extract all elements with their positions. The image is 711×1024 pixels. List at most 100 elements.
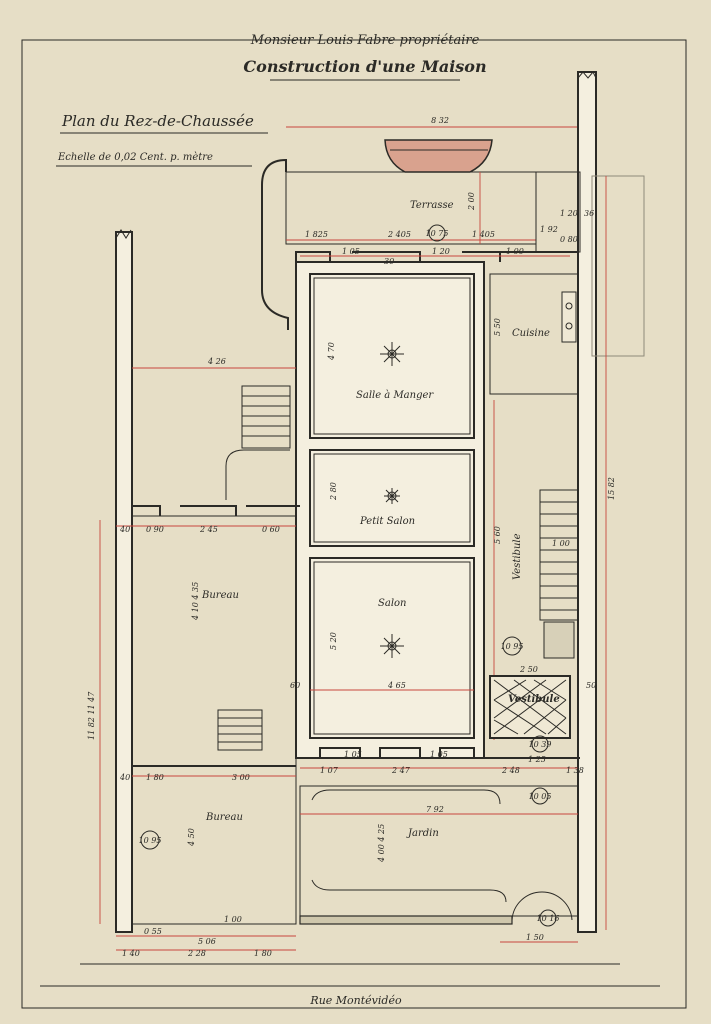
bay-dim-3: 1 20 (432, 247, 450, 256)
bureau-small-stair-treads (218, 717, 262, 743)
bay-dim-2: 30 (384, 257, 394, 266)
level-marker-b (502, 636, 522, 656)
terrace-curve (261, 158, 289, 330)
facade-f7: 1 25 (528, 755, 546, 764)
cuisine-label: Cuisine (512, 328, 550, 339)
left-party-wall (115, 231, 133, 933)
salle-a-manger-inner (313, 277, 471, 435)
gate-dim-label: 1 50 (526, 933, 544, 942)
side-stair-landing (225, 449, 290, 500)
kitchen-depth-label: 5 50 (493, 318, 502, 336)
stove-burner-2 (565, 322, 573, 330)
bureau-small-stair (217, 709, 263, 751)
main-stair (539, 489, 579, 621)
overall-depth-label: 15 82 (607, 477, 616, 500)
level-marker-d (140, 830, 160, 850)
jardin-path (311, 789, 507, 903)
street-name: Rue Montévidéo (309, 994, 402, 1007)
stove-burner-1 (565, 302, 573, 310)
vestibule-width: 2 50 (519, 665, 538, 674)
house-south-wall (296, 747, 580, 759)
bureau-lower-label: Bureau (205, 812, 243, 823)
owner-title: Monsieur Louis Fabre propriétaire (250, 33, 480, 48)
bottom-dim-2: 1 00 (224, 915, 242, 924)
jardin-width-label: 7 92 (426, 805, 444, 814)
drawing-frame (21, 39, 687, 1009)
facade-f2: 2 47 (391, 766, 411, 775)
bur-low-40: 40 (119, 773, 130, 782)
bureau-lower-depth: 4 50 (187, 828, 196, 847)
kitchen-stove (561, 291, 577, 343)
front-fence (299, 915, 513, 925)
vestibule-label: Vestibule (508, 694, 560, 705)
kitchen-dim-d: 0 80 (560, 235, 578, 244)
vestibule-side: 50 (586, 681, 596, 690)
bay-dim-1: 1 05 (342, 247, 360, 256)
bottom-dim-6: 1 40 (122, 949, 140, 958)
house-north-wall (295, 251, 578, 262)
bay-dim-4: 1 00 (506, 247, 524, 256)
level-g: 10 16 (537, 914, 560, 923)
bureau-wing-outline (131, 515, 297, 925)
dining-depth-label: 4 70 (327, 342, 336, 361)
cuisine-room (489, 273, 579, 395)
bureau-upper-depth: 4 10 4 35 (191, 582, 200, 621)
right-wall-break (577, 71, 597, 79)
salon-label: Salon (378, 598, 406, 609)
salon-depth: 5 20 (329, 632, 338, 650)
terr-dim-2: 2 405 (387, 230, 411, 239)
garden-gate-swing (511, 891, 573, 921)
salon-room (309, 557, 475, 739)
bur-dim-1: 40 (119, 525, 130, 534)
bottom-dim-front: 5 06 (198, 937, 216, 946)
bur-dim-3: 2 45 (199, 525, 218, 534)
bottom-dim-5: 1 80 (254, 949, 272, 958)
overall-width-label: 8 32 (431, 116, 449, 125)
bur-low-b: 3 00 (232, 773, 250, 782)
salon-side-60: 60 (290, 681, 300, 690)
level-f: 10 05 (529, 792, 552, 801)
kitchen-dim-a: 1 20 (560, 209, 578, 218)
salle-a-manger-room (309, 273, 475, 439)
side-stair (241, 385, 291, 449)
dining-ceiling-rosette (380, 342, 404, 366)
petit-salon-rosette (384, 488, 400, 504)
level-e: 10 39 (529, 740, 552, 749)
level-b: 10 95 (501, 642, 524, 651)
petit-salon-label: Petit Salon (359, 516, 415, 527)
bureau-total-label: 11 82 11 47 (87, 691, 96, 740)
salon-width-label: 4 65 (387, 681, 406, 690)
right-party-wall (577, 71, 597, 933)
level-d: 10 95 (139, 836, 162, 845)
level-marker-e (531, 735, 549, 753)
scale-note: Echelle de 0,02 Cent. p. mètre (57, 152, 213, 163)
terrace-depth-label: 2 00 (467, 192, 476, 211)
vestibule-tiles (493, 679, 567, 735)
petit-salon-depth: 2 80 (329, 482, 338, 501)
facade-f5: 1 05 (344, 750, 362, 759)
vestibule-hall-label: Vestibule (512, 533, 523, 580)
bottom-dim-1: 0 55 (144, 927, 162, 936)
project-title: Construction d'une Maison (243, 57, 486, 76)
petit-salon-inner (313, 453, 471, 543)
level-marker-f (531, 787, 549, 805)
bur-dim-2: 0 90 (146, 525, 164, 534)
facade-f4: 1 38 (566, 766, 584, 775)
terrace-fountain (384, 139, 493, 173)
jardin-depth-label: 4 00 4 25 (377, 824, 386, 863)
bureau-north-wall (131, 505, 300, 516)
petit-salon-room (309, 449, 475, 547)
bureau-upper-label: Bureau (201, 590, 239, 601)
jardin-label: Jardin (406, 828, 439, 839)
bur-dim-4: 0 60 (262, 525, 280, 534)
salon-rosette (380, 634, 404, 658)
main-house-outline (295, 261, 485, 759)
level-a: 10 75 (426, 229, 449, 238)
kitchen-dim-c: 1 92 (540, 225, 558, 234)
salle-a-manger-label: Salle à Manger (356, 390, 434, 401)
facade-f1: 1 07 (320, 766, 339, 775)
side-stair-treads (242, 395, 290, 437)
left-wall-break (115, 229, 132, 239)
bottom-dim-4: 2 28 (187, 949, 206, 958)
